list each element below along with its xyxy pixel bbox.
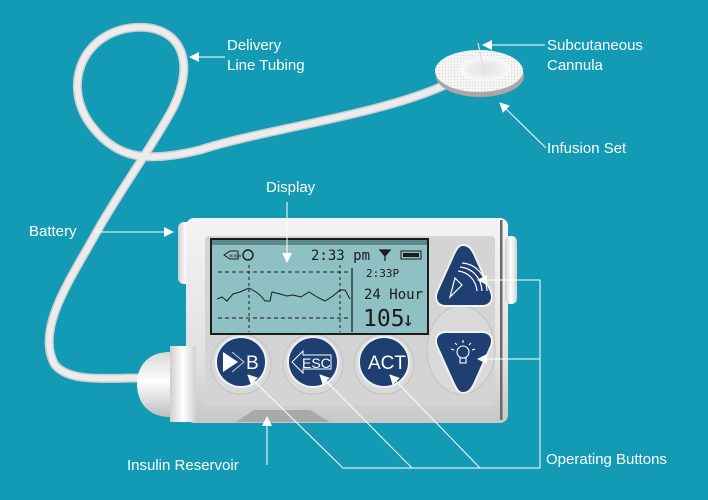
label-line-1: Delivery bbox=[227, 37, 282, 54]
glucose-value: 105 bbox=[363, 306, 405, 332]
label-delivery-line-tubing: Delivery Line Tubing bbox=[227, 36, 305, 76]
infusion-set bbox=[435, 42, 524, 97]
svg-text:«««: ««« bbox=[229, 252, 242, 260]
activate-label: ACT bbox=[368, 353, 406, 374]
reservoir-cap bbox=[137, 352, 170, 417]
insulin-level-icon bbox=[223, 250, 239, 260]
escape-button[interactable]: ESC bbox=[287, 336, 339, 388]
display-screen: ««« bbox=[210, 238, 429, 335]
cycle-icon bbox=[242, 249, 254, 261]
audio-icon bbox=[448, 262, 488, 299]
label-line-1: Subcutaneous bbox=[547, 37, 643, 54]
insulin-reservoir bbox=[236, 410, 330, 422]
battery-full-icon bbox=[400, 250, 422, 260]
cannula bbox=[477, 42, 486, 76]
delivery-line-tubing bbox=[44, 22, 450, 383]
label-display: Display bbox=[266, 179, 316, 196]
label-operating-buttons: Operating Buttons bbox=[546, 451, 667, 468]
back-arrow-icon bbox=[291, 349, 332, 375]
label-insulin-reservoir: Insulin Reservoir bbox=[127, 457, 239, 474]
label-battery: Battery bbox=[29, 223, 77, 240]
bolus-label: B bbox=[246, 353, 259, 374]
antenna-icon bbox=[378, 249, 392, 261]
leader-lines bbox=[95, 40, 547, 469]
label-subcutaneous-cannula: Subcutaneous Cannula bbox=[547, 36, 643, 76]
label-infusion-set: Infusion Set bbox=[547, 140, 627, 157]
screen-side-time: 2:33P bbox=[366, 267, 399, 280]
activate-button[interactable]: ACT bbox=[358, 336, 410, 388]
backlight-icon bbox=[450, 340, 476, 364]
audio-button[interactable] bbox=[435, 243, 493, 307]
label-line-2: Cannula bbox=[547, 57, 603, 74]
bolus-button[interactable]: B bbox=[215, 336, 267, 388]
screen-time: 2:33 pm bbox=[311, 248, 370, 264]
backlight-button[interactable] bbox=[435, 331, 493, 395]
trend-arrow: ↓ bbox=[402, 307, 414, 331]
escape-label: ESC bbox=[302, 355, 331, 371]
label-line-2: Line Tubing bbox=[227, 57, 305, 74]
play-icon bbox=[223, 352, 238, 372]
screen-period: 24 Hour bbox=[364, 287, 423, 303]
